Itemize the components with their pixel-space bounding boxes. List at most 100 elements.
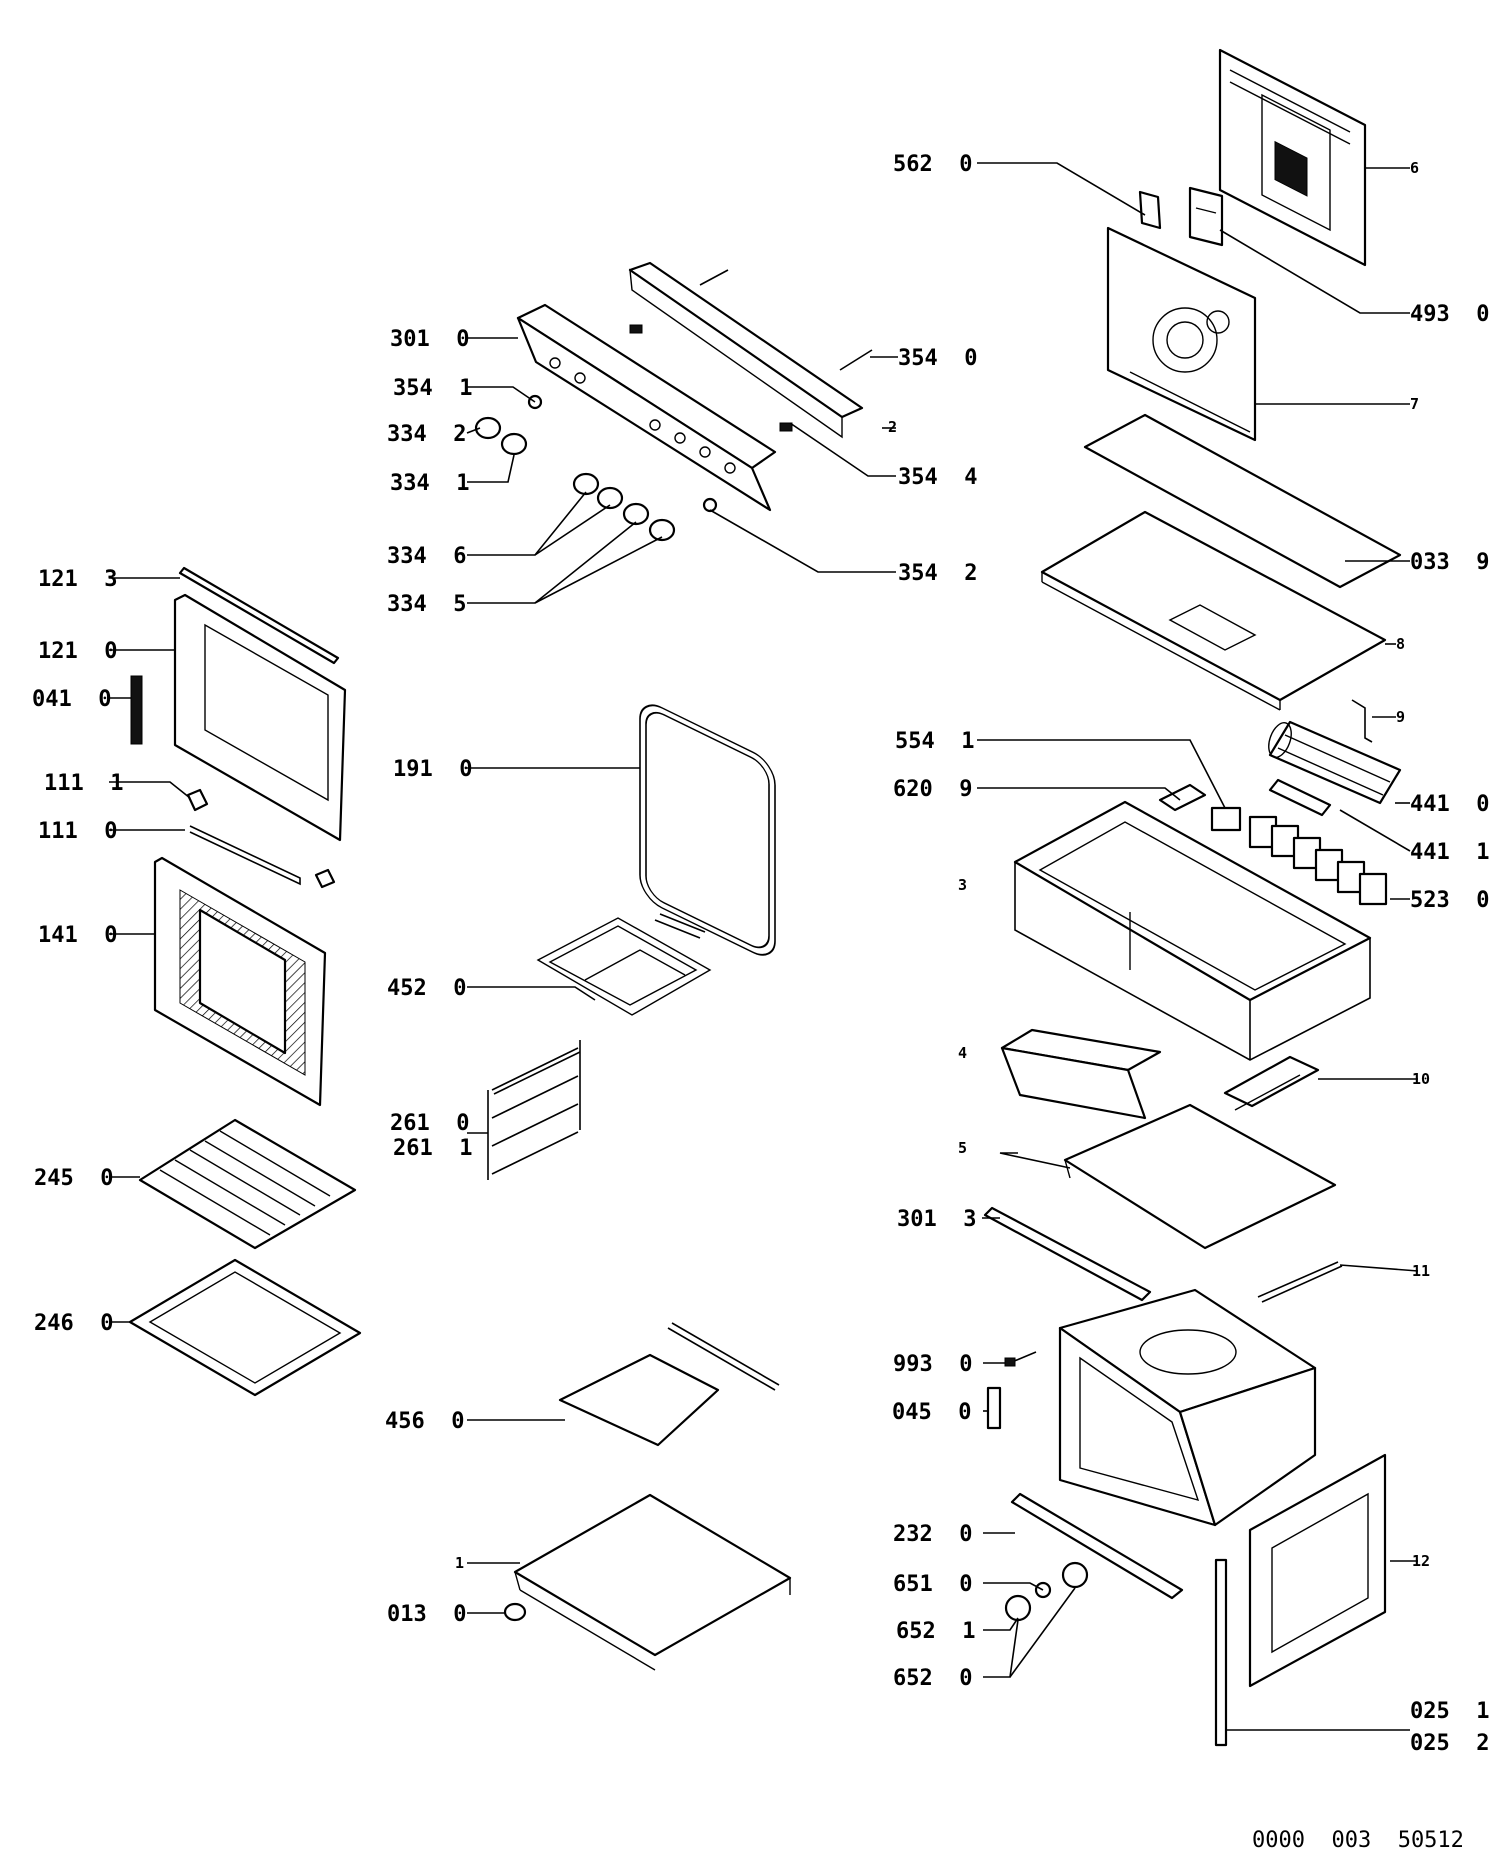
item-number-9: 9 — [1396, 708, 1405, 726]
part-outer-door — [153, 856, 327, 1107]
part-handle-end — [186, 788, 209, 812]
label-334-2: 334 2 — [387, 422, 466, 447]
label-301-3: 301 3 — [897, 1207, 976, 1232]
part-top-plate — [1063, 1103, 1337, 1250]
part-bracket-9 — [1351, 699, 1373, 743]
label-245-0: 245 0 — [34, 1166, 113, 1191]
item-number-5: 5 — [958, 1139, 967, 1157]
part-rear-panel — [1106, 226, 1257, 442]
part-terminal-strip — [1268, 778, 1332, 817]
label-141-0: 141 0 — [38, 923, 117, 948]
part-door-gasket — [639, 704, 776, 956]
label-651-0: 651 0 — [893, 1572, 972, 1597]
item-number-10: 10 — [1412, 1070, 1430, 1088]
label-334-6: 334 6 — [387, 544, 466, 569]
part-switch-554 — [1210, 806, 1242, 832]
label-033-9: 033 9 — [1410, 550, 1489, 575]
label-041-0: 041 0 — [32, 687, 111, 712]
part-top-cover — [1040, 510, 1387, 711]
document-code: 0000 003 50512 — [1252, 1828, 1464, 1853]
part-switch-block — [1248, 815, 1388, 906]
part-heating-element — [536, 913, 712, 1016]
label-652-1: 652 1 — [896, 1619, 975, 1644]
item-number-12: 12 — [1412, 1552, 1430, 1570]
part-chassis-frame — [1013, 800, 1372, 1061]
part-knob-334-6 — [572, 472, 624, 510]
label-562-0: 562 0 — [893, 152, 972, 177]
part-deflector — [1000, 1028, 1162, 1120]
part-side-panel — [1248, 1453, 1387, 1688]
part-bottom-rail — [1010, 1492, 1184, 1600]
label-441-0: 441 0 — [1410, 792, 1489, 817]
part-foot — [503, 1602, 527, 1622]
label-246-0: 246 0 — [34, 1311, 113, 1336]
part-inner-door — [173, 593, 347, 842]
part-shelf-support — [487, 1040, 581, 1180]
leader-lines — [109, 162, 1419, 1731]
label-452-0: 452 0 — [387, 976, 466, 1001]
part-hinge-045 — [986, 1386, 1002, 1430]
part-lamp-354-2 — [702, 497, 718, 513]
part-baking-tray — [128, 1258, 362, 1397]
label-013-0: 013 0 — [387, 1602, 466, 1627]
part-bottom-plate — [513, 1493, 792, 1671]
part-knob-334-1 — [500, 432, 528, 456]
part-block-493 — [1188, 186, 1224, 247]
part-clip-562 — [1138, 190, 1162, 230]
part-rod-11 — [1257, 1261, 1343, 1303]
part-control-bracket — [628, 261, 873, 439]
item-number-8: 8 — [1396, 635, 1405, 653]
label-620-9: 620 9 — [893, 777, 972, 802]
label-554-1: 554 1 — [895, 729, 974, 754]
label-301-0: 301 0 — [390, 327, 469, 352]
part-knob-652-0 — [1061, 1561, 1089, 1589]
item-number-6: 6 — [1410, 159, 1419, 177]
label-261-1: 261 1 — [393, 1136, 472, 1161]
part-handle — [189, 825, 336, 889]
label-441-1: 441 1 — [1410, 840, 1489, 865]
label-493-0: 493 0 — [1410, 302, 1489, 327]
part-screw-993 — [1004, 1351, 1037, 1367]
label-121-0: 121 0 — [38, 639, 117, 664]
item-number-11: 11 — [1412, 1262, 1430, 1280]
item-number-7: 7 — [1410, 395, 1419, 413]
label-652-0: 652 0 — [893, 1666, 972, 1691]
part-door-hinge — [130, 675, 143, 745]
item-numbers: 1 2 3 4 5 6 7 8 9 10 11 12 — [455, 159, 1430, 1572]
part-oven-cavity — [1058, 1288, 1317, 1527]
part-rear-cover — [1218, 48, 1367, 267]
item-number-4: 4 — [958, 1044, 967, 1062]
part-labels: 562 0 493 0 301 0 354 0 354 1 334 2 334 … — [32, 152, 1489, 1756]
label-025-1: 025 1 — [1410, 1699, 1489, 1724]
label-334-5: 334 5 — [387, 592, 466, 617]
label-354-2: 354 2 — [898, 561, 977, 586]
label-111-0: 111 0 — [38, 819, 117, 844]
part-knob-652-1 — [1004, 1594, 1032, 1622]
label-025-2: 025 2 — [1410, 1731, 1489, 1756]
label-334-1: 334 1 — [390, 471, 469, 496]
part-knob-334-5 — [622, 502, 676, 542]
label-993-0: 993 0 — [893, 1352, 972, 1377]
label-354-0: 354 0 — [898, 346, 977, 371]
part-side-rail — [983, 1206, 1152, 1302]
item-number-2: 2 — [888, 418, 897, 436]
part-wire-rack — [138, 1118, 357, 1250]
label-261-0: 261 0 — [390, 1111, 469, 1136]
label-354-1: 354 1 — [393, 376, 472, 401]
part-cover-strip — [1223, 1055, 1320, 1111]
label-232-0: 232 0 — [893, 1522, 972, 1547]
label-045-0: 045 0 — [892, 1400, 971, 1425]
part-control-panel — [516, 303, 777, 512]
label-111-1: 111 1 — [44, 771, 123, 796]
item-number-1: 1 — [455, 1554, 464, 1572]
part-thermostat-620 — [1158, 783, 1207, 812]
part-insulation-sheet — [1083, 413, 1402, 589]
part-grill-pan — [558, 1322, 780, 1447]
label-354-4: 354 4 — [898, 465, 977, 490]
part-knob-334-2 — [474, 416, 502, 440]
label-523-0: 523 0 — [1410, 888, 1489, 913]
label-456-0: 456 0 — [385, 1409, 464, 1434]
item-number-3: 3 — [958, 876, 967, 894]
